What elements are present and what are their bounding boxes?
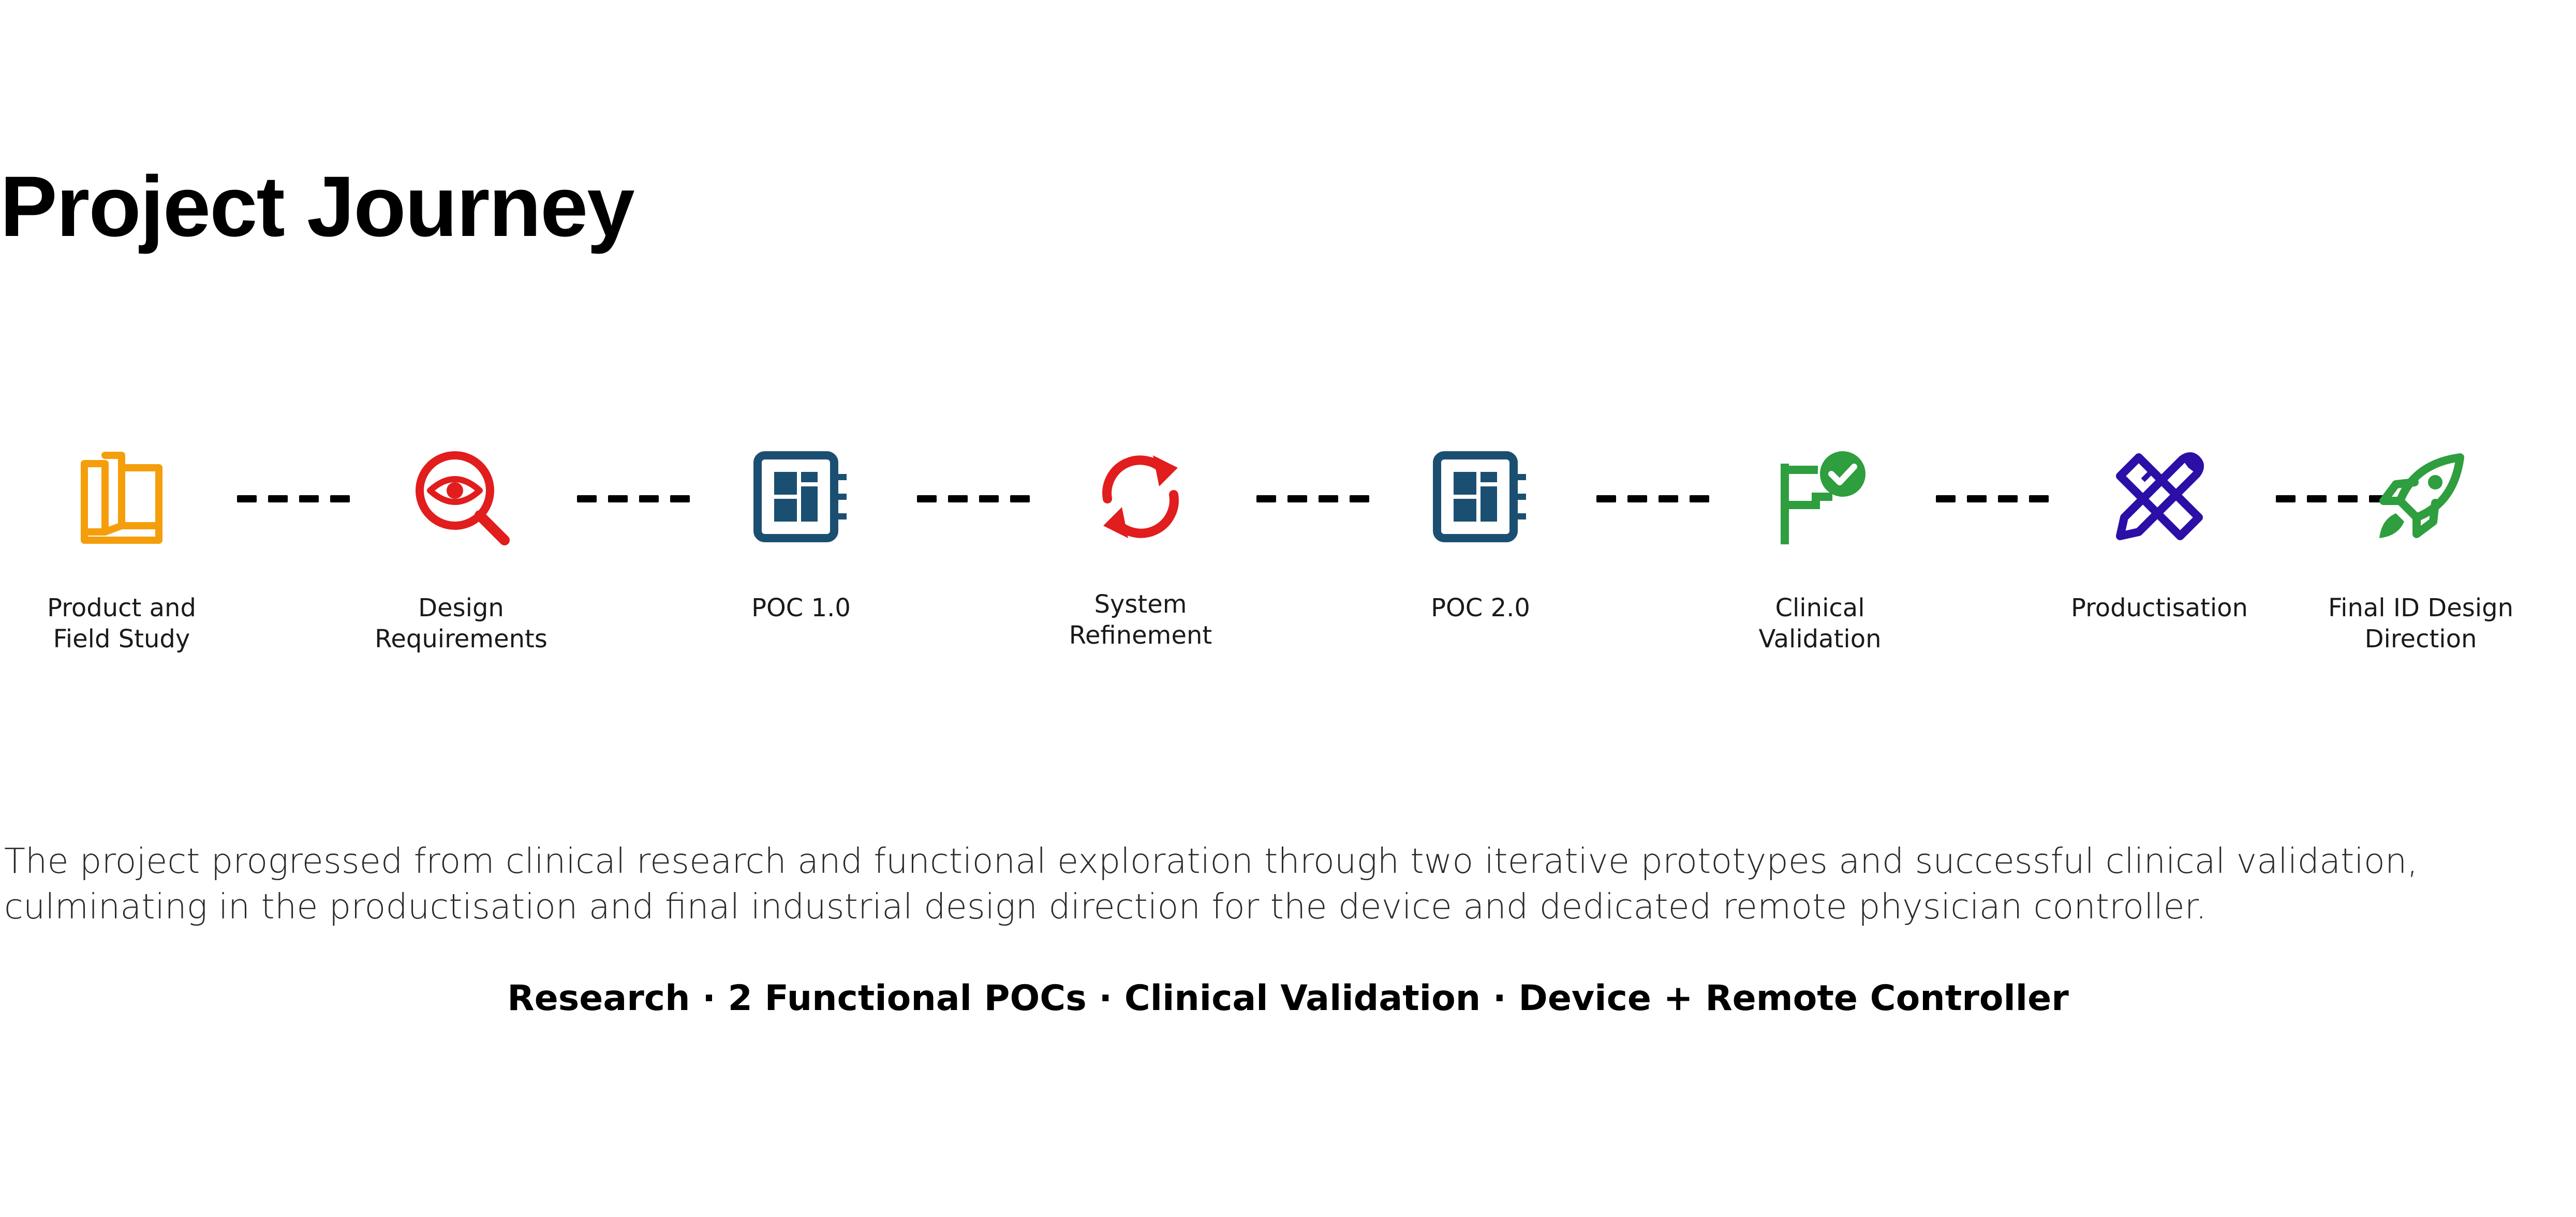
journey-step-label: POC 1.0 bbox=[751, 593, 851, 622]
journey-step-label: System Refinement bbox=[1069, 590, 1212, 650]
journey-connector bbox=[1256, 495, 1370, 502]
page-title: Project Journey bbox=[0, 159, 635, 255]
circuit-board-icon bbox=[749, 445, 853, 548]
eye-magnifier-icon bbox=[409, 445, 513, 548]
book-icon bbox=[70, 445, 173, 548]
journey-connector bbox=[917, 495, 1031, 502]
journey-step-label: Clinical Validation bbox=[1758, 593, 1882, 654]
journey-step-label: Productisation bbox=[2071, 593, 2248, 622]
journey-step-label: Product and Field Study bbox=[47, 593, 196, 654]
refresh-icon bbox=[1089, 445, 1192, 548]
journey-tagline: Research · 2 Functional POCs · Clinical … bbox=[507, 978, 2069, 1019]
journey-timeline: Product and Field Study Design Requireme… bbox=[47, 445, 2513, 654]
journey-step-label: Final ID Design Direction bbox=[2328, 593, 2513, 654]
journey-connector bbox=[1596, 495, 1710, 502]
journey-connector bbox=[1936, 495, 2050, 502]
journey-step-label: POC 2.0 bbox=[1431, 593, 1530, 622]
journey-connector bbox=[577, 495, 691, 502]
rocket-icon bbox=[2369, 445, 2473, 548]
journey-connector bbox=[237, 495, 351, 502]
journey-summary: The project progressed from clinical res… bbox=[4, 841, 2418, 927]
flag-check-icon bbox=[1768, 445, 1872, 548]
journey-step-label: Design Requirements bbox=[375, 593, 547, 654]
pencil-ruler-icon bbox=[2108, 445, 2211, 548]
circuit-board-icon bbox=[1429, 445, 1532, 548]
